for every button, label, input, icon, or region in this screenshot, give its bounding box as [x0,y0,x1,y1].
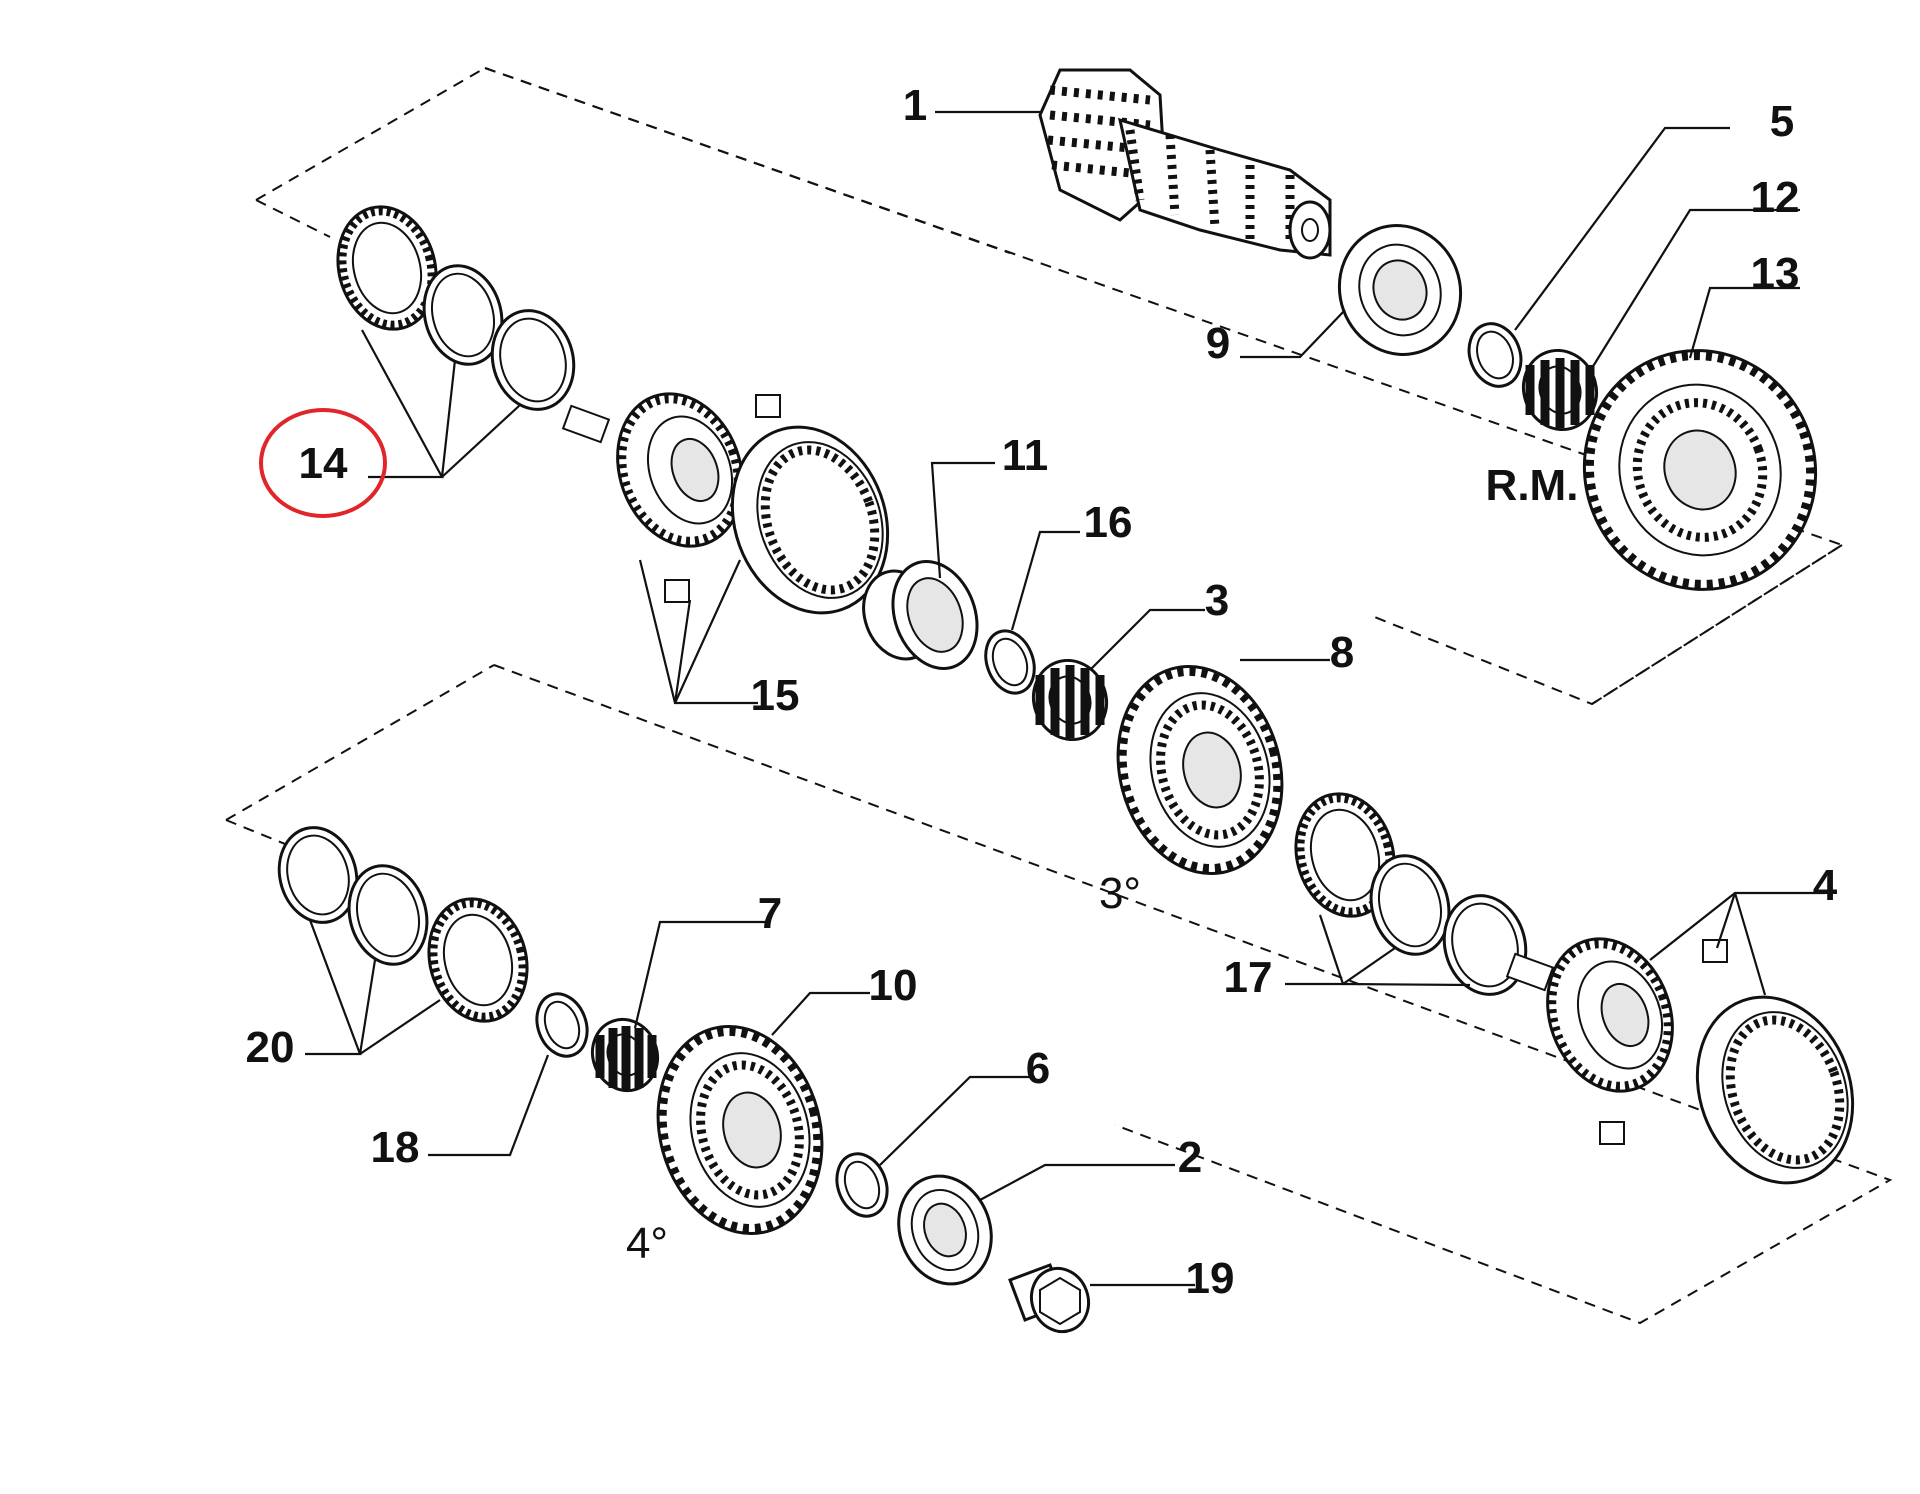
part-8-third-gear [1116,664,1284,876]
part-12-needle-bearing [1522,348,1598,432]
label-third-gear: 3° [1099,869,1141,918]
label-5: 5 [1770,97,1794,146]
label-4: 4 [1813,861,1838,910]
part-18-snap-ring [535,992,589,1058]
label-3: 3 [1205,576,1229,625]
label-1: 1 [903,81,927,130]
label-12: 12 [1751,173,1800,222]
label-17: 17 [1224,953,1273,1002]
part-13-reverse-gear [1582,349,1818,591]
label-8: 8 [1330,628,1354,677]
label-reverse-gear: R.M. [1486,461,1579,510]
part-11-bushing [862,560,979,670]
label-20: 20 [246,1023,295,1072]
label-6: 6 [1026,1044,1050,1093]
label-13: 13 [1751,249,1800,298]
label-16: 16 [1084,498,1133,547]
label-9: 9 [1206,319,1230,368]
upper-group-outline [255,67,1845,706]
label-18: 18 [371,1123,420,1172]
part-17-synchro-rings [1294,792,1555,996]
part-15-synchro-assembly [616,392,890,615]
highlight-circle [259,408,387,518]
part-2-bearing [897,1174,993,1286]
label-15: 15 [751,671,800,720]
part-labels: 1 5 12 13 9 11 16 3 8 14 15 4 17 7 10 20… [246,81,1838,1303]
part-10-fourth-gear [656,1024,824,1236]
label-10: 10 [869,961,918,1010]
part-6-snap-ring [835,1152,889,1218]
part-7-needle-bearing [591,1017,659,1093]
part-16-snap-ring [984,629,1036,695]
part-4-synchro-assembly [1546,937,1855,1185]
leader-lines [305,110,1825,1287]
label-19: 19 [1186,1254,1235,1303]
part-19-bolt [1008,1263,1090,1334]
part-20-synchro-rings [277,826,529,1023]
part-5-snap-ring [1467,322,1523,388]
label-fourth-gear: 4° [626,1219,668,1268]
label-14: 14 [299,439,348,488]
part-14-synchro-rings [336,205,611,444]
label-11: 11 [1002,431,1049,480]
part-3-needle-bearing [1032,658,1108,742]
upper-group-outline-2 [484,67,1843,705]
part-1-input-shaft [1038,68,1332,260]
label-2: 2 [1178,1133,1202,1182]
part-9-bearing [1337,224,1463,356]
label-7: 7 [758,889,782,938]
